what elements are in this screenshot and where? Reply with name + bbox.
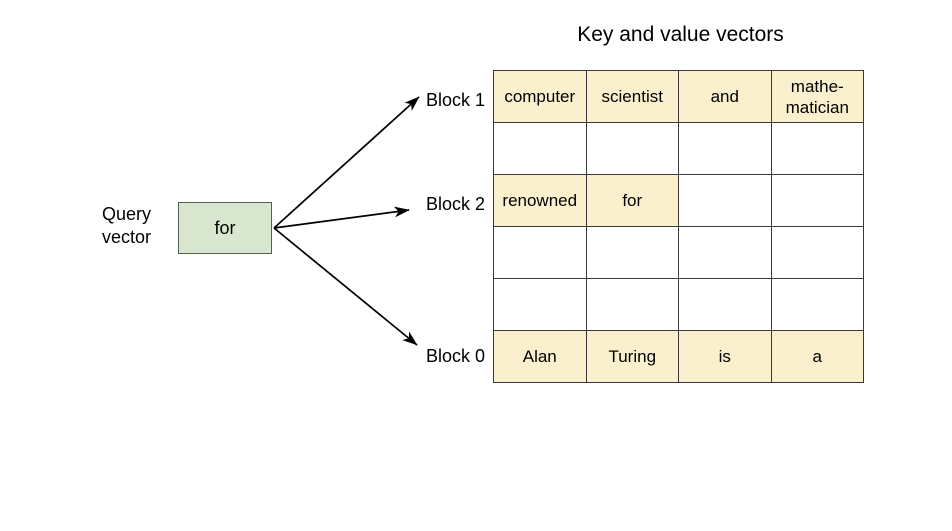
table-cell[interactable] bbox=[585, 226, 679, 279]
table-cell[interactable]: is bbox=[678, 330, 772, 383]
table-cell[interactable] bbox=[585, 122, 679, 175]
table-cell[interactable] bbox=[493, 278, 587, 331]
cell-text: is bbox=[718, 347, 731, 366]
query-vector-label-line1: Query bbox=[102, 204, 152, 224]
cell-text: for bbox=[622, 191, 643, 210]
table-cell[interactable] bbox=[770, 174, 864, 227]
cell-text: Alan bbox=[522, 347, 557, 366]
cell-text: Turing bbox=[608, 347, 657, 366]
table-cell[interactable]: computer bbox=[493, 70, 587, 123]
table-cell[interactable] bbox=[678, 226, 772, 279]
table-cell[interactable]: Alan bbox=[493, 330, 587, 383]
arrow-to-block-0 bbox=[273, 227, 418, 346]
block-label-2: Block 2 bbox=[425, 194, 485, 214]
block-label-1: Block 1 bbox=[425, 90, 485, 110]
table-cell[interactable] bbox=[770, 122, 864, 175]
table-cell[interactable] bbox=[493, 226, 587, 279]
table-cell[interactable]: scientist bbox=[585, 70, 679, 123]
cell-text: renowned bbox=[502, 191, 578, 210]
page-title: Key and value vectors bbox=[577, 23, 784, 46]
cell-text: a bbox=[812, 347, 822, 366]
table-cell[interactable] bbox=[585, 278, 679, 331]
table-cell[interactable] bbox=[770, 226, 864, 279]
query-vector-label: Query vector bbox=[102, 203, 174, 249]
query-vector-box[interactable]: for bbox=[178, 202, 272, 254]
table-cell[interactable]: mathe- matician bbox=[770, 70, 864, 123]
table-row bbox=[493, 226, 864, 279]
table-row bbox=[493, 122, 864, 175]
table-cell[interactable]: Turing bbox=[585, 330, 679, 383]
table-row: computer scientist and mathe- matician bbox=[493, 70, 864, 123]
cell-text: scientist bbox=[601, 87, 663, 106]
cell-text: computer bbox=[504, 87, 576, 106]
table-cell[interactable] bbox=[678, 122, 772, 175]
table-cell[interactable] bbox=[678, 174, 772, 227]
table-cell[interactable]: for bbox=[585, 174, 679, 227]
key-value-table: computer scientist and mathe- matician bbox=[493, 70, 864, 383]
cell-text: mathe- bbox=[790, 76, 844, 96]
table-row: renowned for bbox=[493, 174, 864, 227]
table-cell[interactable]: renowned bbox=[493, 174, 587, 227]
table-row bbox=[493, 278, 864, 331]
table-cell[interactable] bbox=[678, 278, 772, 331]
query-vector-token: for bbox=[214, 217, 236, 238]
table-cell[interactable]: and bbox=[678, 70, 772, 123]
table-cell[interactable]: a bbox=[770, 330, 864, 383]
cell-text-line2: matician bbox=[785, 97, 849, 117]
table-cell[interactable] bbox=[493, 122, 587, 175]
table-row: Alan Turing is a bbox=[493, 330, 864, 383]
table-cell[interactable] bbox=[770, 278, 864, 331]
block-label-0: Block 0 bbox=[425, 346, 485, 366]
query-vector-label-line2: vector bbox=[102, 227, 152, 247]
cell-text: and bbox=[710, 87, 739, 106]
key-value-table-body: computer scientist and mathe- matician bbox=[493, 70, 864, 383]
